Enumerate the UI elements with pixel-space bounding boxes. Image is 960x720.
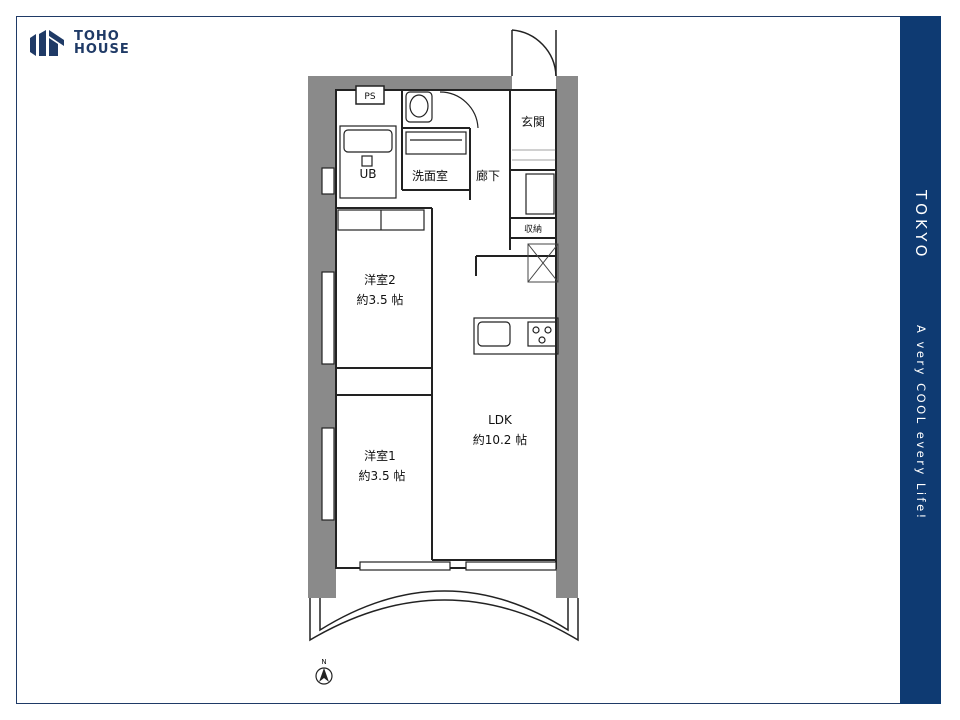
interior-walls <box>335 89 557 569</box>
western2-name: 洋室2 <box>364 272 396 287</box>
page-frame <box>16 16 941 704</box>
side-band <box>900 16 941 704</box>
balcony <box>309 590 579 642</box>
city-label: TOKYO <box>912 190 930 261</box>
washbasin-icon <box>405 131 467 155</box>
hallway-label: 廊下 <box>476 168 500 183</box>
brand-line2: HOUSE <box>74 42 130 57</box>
ps-label: PS <box>364 92 375 102</box>
tagline-label: A very COOL every Life! <box>914 325 928 521</box>
toho-logo-icon <box>30 30 64 56</box>
brand-logo: TOHO HOUSE <box>28 28 130 58</box>
left-windows <box>321 167 335 521</box>
closet-room2 <box>337 209 425 231</box>
north-compass-icon <box>315 667 333 685</box>
toilet-icon <box>405 91 479 129</box>
bathtub-icon <box>339 125 397 199</box>
entrance-label: 玄関 <box>521 114 545 129</box>
entrance-door <box>511 29 557 77</box>
ldk-name: LDK <box>488 413 513 427</box>
storage-x-icon <box>527 243 559 283</box>
western1-size: 約3.5 帖 <box>359 468 406 483</box>
kitchen-counter <box>473 317 559 355</box>
ps-box <box>355 85 385 105</box>
bottom-windows <box>359 561 557 571</box>
shoe-cabinet <box>525 173 555 215</box>
washroom-label: 洗面室 <box>412 168 448 183</box>
storage-label: 収納 <box>524 223 542 235</box>
entrance-floor <box>512 149 556 161</box>
ldk-size: 約10.2 帖 <box>473 432 528 447</box>
western1-name: 洋室1 <box>364 448 396 463</box>
ub-label: UB <box>359 167 376 181</box>
compass-n-label: N <box>321 658 326 666</box>
brand-line1: TOHO <box>74 29 120 44</box>
western2-size: 約3.5 帖 <box>357 292 404 307</box>
